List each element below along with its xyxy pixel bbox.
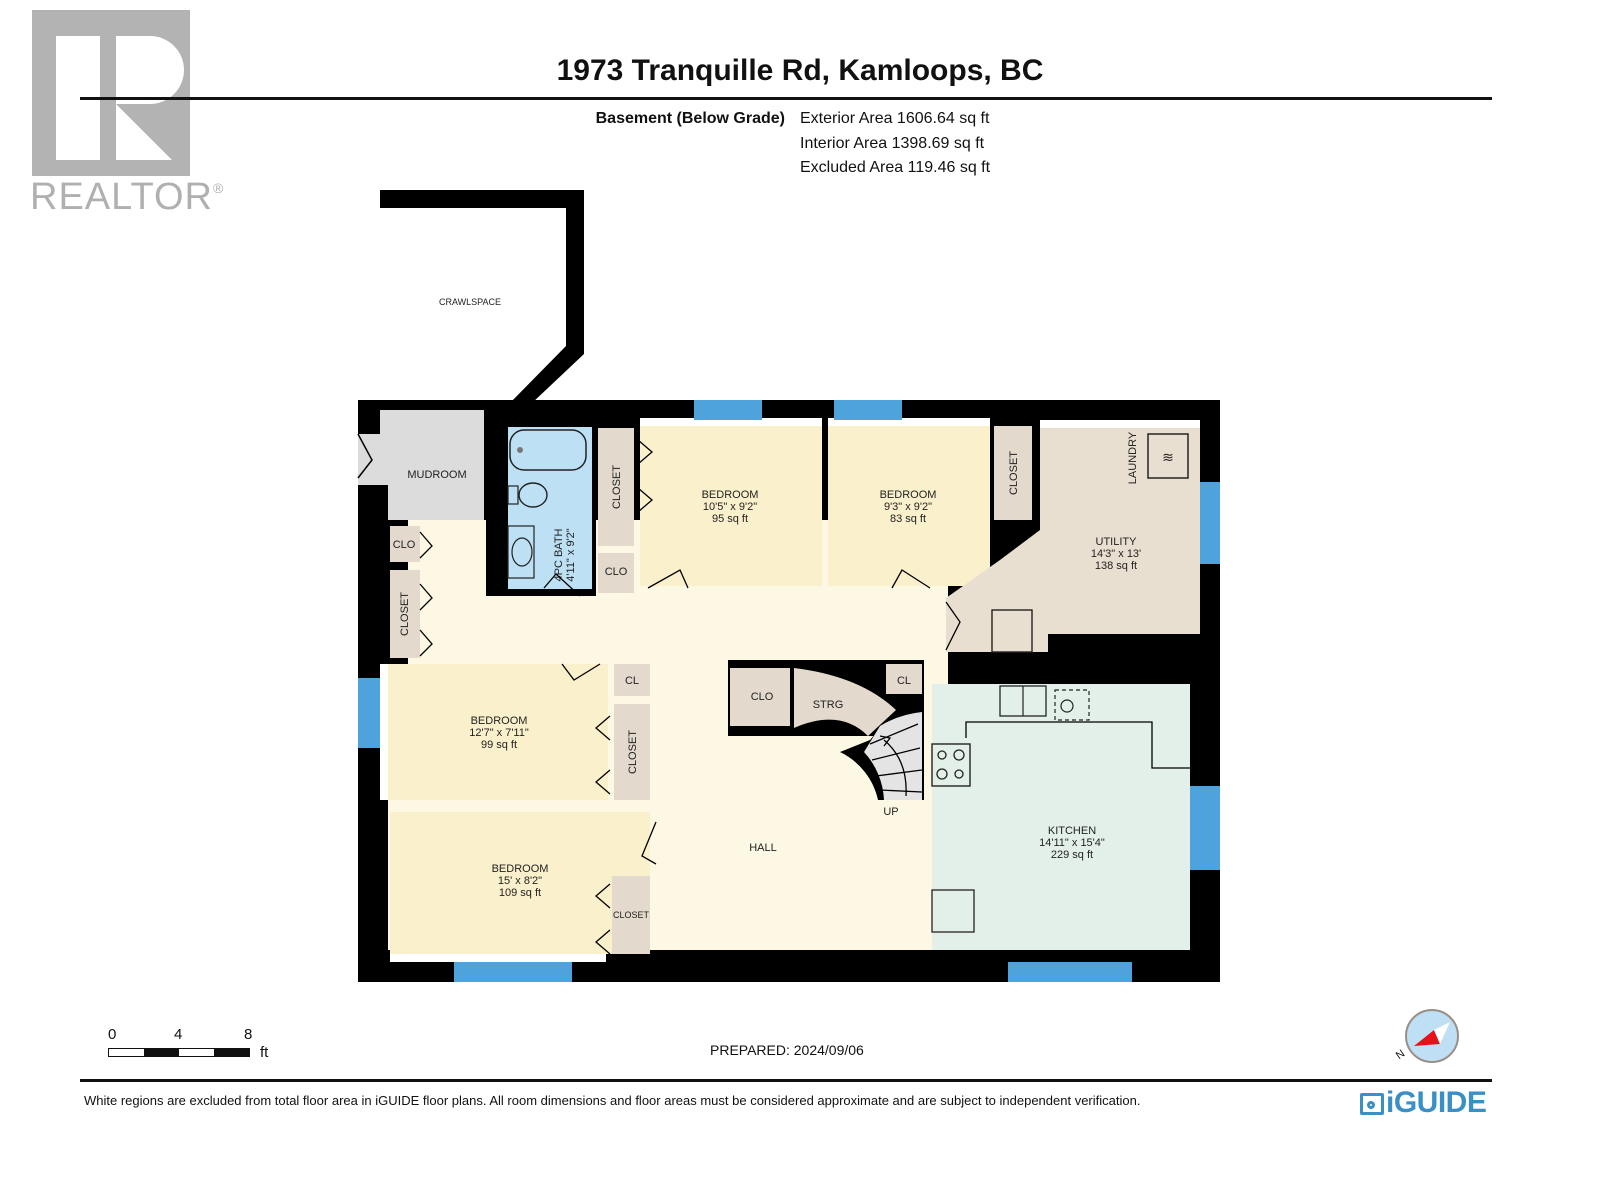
stair-clo-label: CLO [751,691,774,703]
fridge-icon [931,889,975,933]
window [358,678,380,748]
bedroom-4-floor [390,812,650,954]
bedroom-3-closet [614,704,650,800]
scale-bar: 0 4 8 ft [108,1026,308,1066]
stairs-up-label: UP [883,806,898,818]
scale-tick-4: 4 [174,1026,183,1043]
iguide-logo: iGUIDE [1360,1086,1487,1120]
prepared-date: PREPARED: 2024/09/06 [710,1042,864,1058]
stairs [864,712,922,800]
iguide-box-icon [1360,1093,1384,1115]
toilet-icon [518,482,548,508]
window [834,400,902,420]
hall-closet [390,570,420,658]
scale-tick-0: 0 [108,1026,117,1043]
water-heater-icon [991,609,1033,653]
bath-clo-closet [598,553,634,593]
compass-icon: N [1392,1006,1462,1066]
exterior-area: Exterior Area 1606.64 sq ft [800,110,990,127]
bedroom-2-closet-label: CLOSET [1008,451,1020,495]
bedroom-4-closet-label: CLOSET [613,910,650,920]
compass-north-label: N [1394,1048,1407,1062]
window [1008,962,1132,982]
bedroom-2-closet [994,426,1032,520]
kitchen-floor [932,684,1190,950]
storage-label: STRG [813,699,844,711]
disclaimer-text: White regions are excluded from total fl… [84,1093,1141,1108]
bedroom-3-cl [614,664,650,696]
mud-clo-closet [390,526,420,562]
realtor-wordmark: REALTOR® [30,176,225,218]
utility-floor [946,428,1200,652]
scale-unit: ft [260,1044,269,1061]
crawlspace-label: CRAWLSPACE [439,297,501,307]
bedroom-4-closet [612,876,650,954]
svg-text:≋: ≋ [1162,449,1174,465]
bedroom-3-closet-label: CLOSET [627,730,639,774]
mud-clo-label: CLO [393,539,416,551]
bath-clo-label: CLO [605,566,628,578]
bedroom-2-floor [828,426,990,586]
dishwasher-icon [1054,689,1090,721]
excluded-area: Excluded Area 119.46 sq ft [800,159,991,176]
interior-area: Interior Area 1398.69 sq ft [800,135,985,152]
storage-floor [794,668,896,736]
bedroom-1-floor [640,426,822,586]
bath-closet-label: CLOSET [611,465,623,509]
window [1190,786,1220,870]
bath-label: 4PC BATH4'11" x 9'2" [553,528,577,581]
bathtub-icon [509,429,587,471]
bedroom-3-cl-label: CL [625,675,639,687]
window [694,400,762,420]
footer-divider [80,1079,1492,1082]
crawlspace-room [358,190,584,420]
sink-icon [507,525,535,579]
bedroom-3-floor [388,664,608,800]
stove-icon [931,743,971,787]
window [454,962,572,982]
bath-floor [508,427,592,589]
window [1200,482,1220,564]
hall-label: HALL [749,842,777,854]
bath-closet [598,428,634,546]
kitchen-cl-closet [886,664,922,694]
page-title: 1973 Tranquille Rd, Kamloops, BC [556,54,1044,87]
laundry-label: LAUNDRY [1127,431,1139,484]
mudroom-label: MUDROOM [407,469,466,481]
washer-icon [1147,433,1189,479]
level-label: Basement (Below Grade) [595,110,785,127]
hall-closet-label: CLOSET [399,592,411,636]
title-divider [80,97,1492,100]
kitchen-cl-label: CL [897,675,911,687]
scale-tick-8: 8 [244,1026,253,1043]
stair-clo-closet [730,668,790,726]
